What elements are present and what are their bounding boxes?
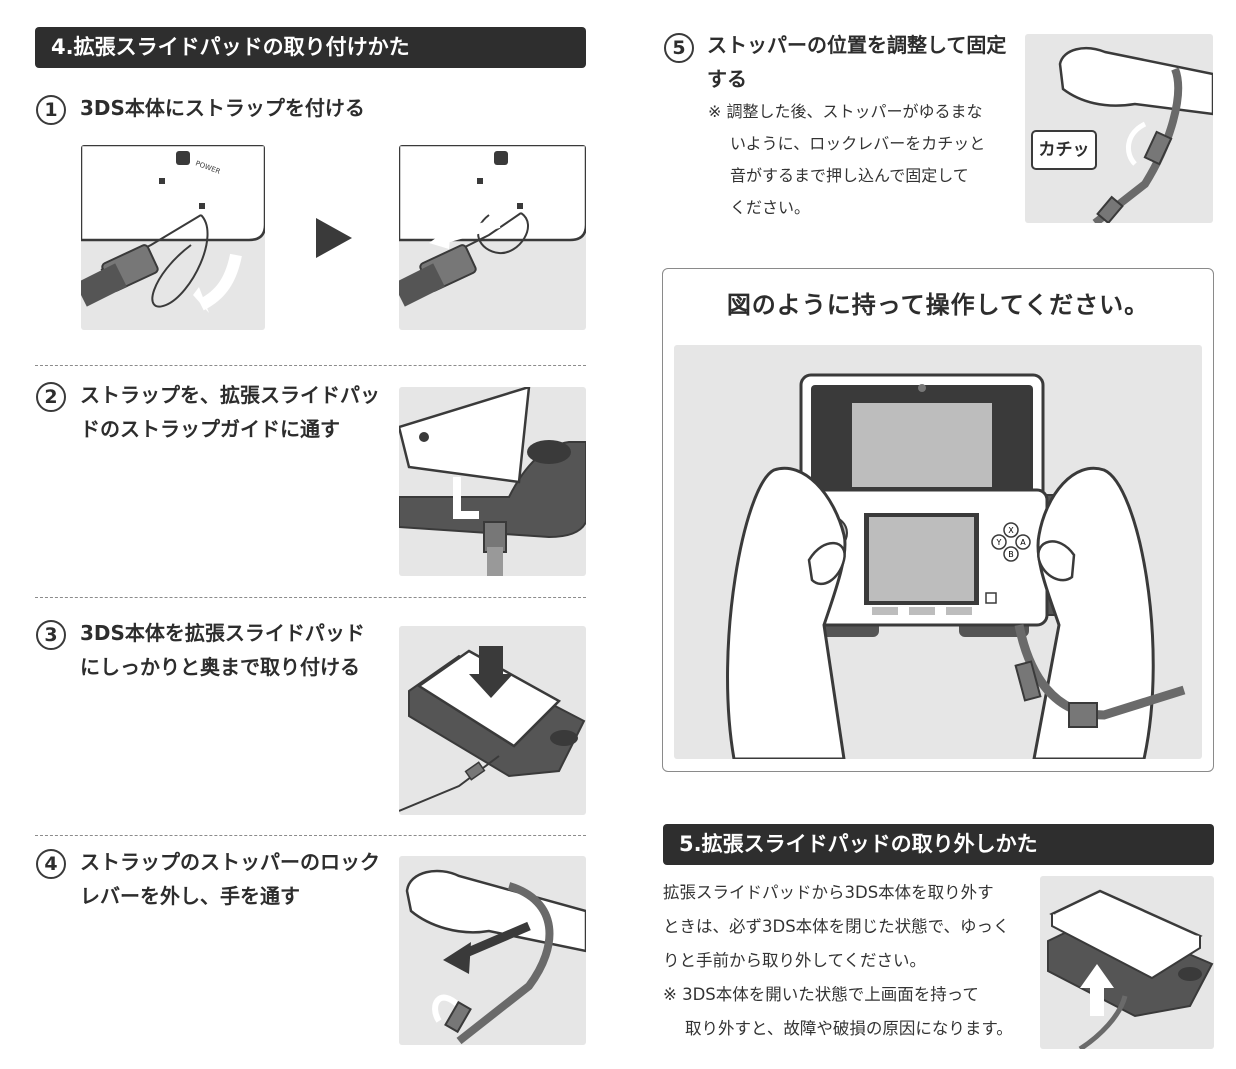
hold-illustration: X Y A B (674, 345, 1202, 759)
step5-note: ※ 調整した後、ストッパーがゆるまな いように、ロックレバーをカチッと 音がする… (708, 96, 985, 224)
step3-image (399, 626, 586, 815)
next-arrow-icon (316, 218, 352, 258)
step5-note-line4: ください。 (730, 198, 811, 217)
step4-line2: レバーを外し、手を通す (80, 884, 300, 908)
section5-line3: りと手前から取り外してください。 (663, 951, 927, 970)
step2-text: ストラップを、拡張スライドパッ ドのストラップガイドに通す (80, 378, 380, 446)
section5-image (1040, 876, 1214, 1049)
section5-line4: ※ 3DS本体を開いた状態で上画面を持って (663, 985, 979, 1004)
step5-image: カチッ (1025, 34, 1213, 223)
step3-line1: 3DS本体を拡張スライドパッド (80, 621, 365, 645)
step5-line1: ストッパーの位置を調整して固定 (707, 33, 1007, 57)
step3-line2: にしっかりと奥まで取り付ける (80, 655, 360, 679)
step2-line1: ストラップを、拡張スライドパッ (80, 383, 380, 407)
section5-body: 拡張スライドパッドから3DS本体を取り外す ときは、必ず3DS本体を閉じた状態で… (663, 876, 1013, 1046)
step5-note-line3: 音がするまで押し込んで固定して (730, 166, 969, 185)
hold-instruction-box: 図のように持って操作してください。 X Y (662, 268, 1214, 772)
section5-line5: 取り外すと、故障や破損の原因になります。 (685, 1019, 1013, 1038)
step2-line2: ドのストラップガイドに通す (80, 417, 340, 441)
step5-note-line1: ※ 調整した後、ストッパーがゆるまな (708, 102, 983, 121)
section5-title: 5.拡張スライドパッドの取り外しかた (679, 832, 1038, 856)
section4-title: 4.拡張スライドパッドの取り付けかた (51, 35, 410, 59)
click-callout: カチッ (1031, 130, 1097, 170)
step5-note-line2: いように、ロックレバーをカチッと (730, 134, 986, 153)
divider-2 (35, 597, 586, 598)
hold-box-title: 図のように持って操作してください。 (726, 291, 1150, 319)
step4-line1: ストラップのストッパーのロック (80, 850, 380, 874)
button-a-label: A (1020, 538, 1026, 547)
step5-line2: する (707, 67, 747, 91)
section5-title-bar: 5.拡張スライドパッドの取り外しかた (663, 824, 1214, 865)
button-x-label: X (1008, 526, 1014, 535)
step4-number: 4 (36, 849, 66, 879)
section5-line1: 拡張スライドパッドから3DS本体を取り外す (663, 883, 994, 902)
button-y-label: Y (996, 538, 1002, 547)
button-b-label: B (1008, 550, 1014, 559)
step1-image-left: POWER (81, 145, 265, 330)
divider-3 (35, 835, 586, 836)
step5-text: ストッパーの位置を調整して固定 する (707, 28, 1006, 96)
step1-text: 3DS本体にストラップを付ける (80, 91, 365, 125)
divider-1 (35, 365, 586, 366)
section4-title-bar: 4.拡張スライドパッドの取り付けかた (35, 27, 586, 68)
section5-line2: ときは、必ず3DS本体を閉じた状態で、ゆっく (663, 917, 1010, 936)
step2-image (399, 387, 586, 576)
step3-text: 3DS本体を拡張スライドパッド にしっかりと奥まで取り付ける (80, 616, 365, 684)
step1-image-right (399, 145, 586, 330)
step5-number: 5 (664, 33, 694, 63)
step3-number: 3 (36, 620, 66, 650)
step4-image (399, 856, 586, 1045)
step2-number: 2 (36, 382, 66, 412)
step4-text: ストラップのストッパーのロック レバーを外し、手を通す (80, 845, 380, 913)
step1-number: 1 (36, 95, 66, 125)
step1-line1: 3DS本体にストラップを付ける (80, 96, 365, 120)
